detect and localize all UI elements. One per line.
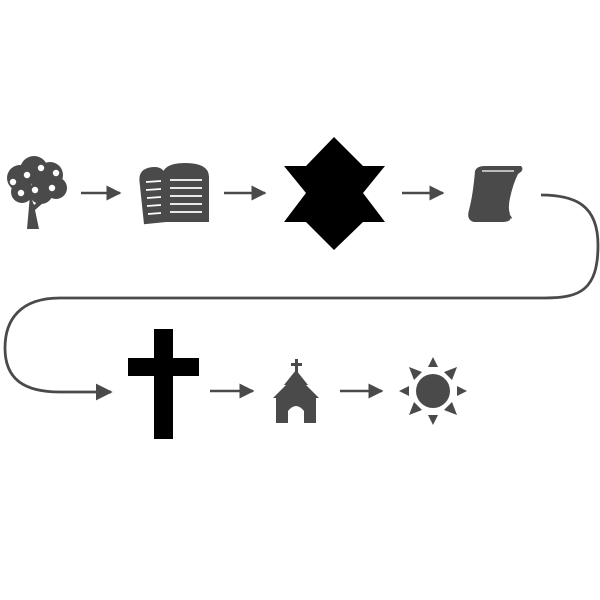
fruit-tree-icon [7,156,67,229]
curved-connector-scroll-to-cross [3,193,600,401]
scroll-icon [468,166,523,222]
stone-tablets-icon [139,163,209,225]
six-pointed-star-icon [284,137,385,250]
sun-icon [399,357,467,425]
cross-icon [128,329,199,439]
church-icon [273,359,319,423]
